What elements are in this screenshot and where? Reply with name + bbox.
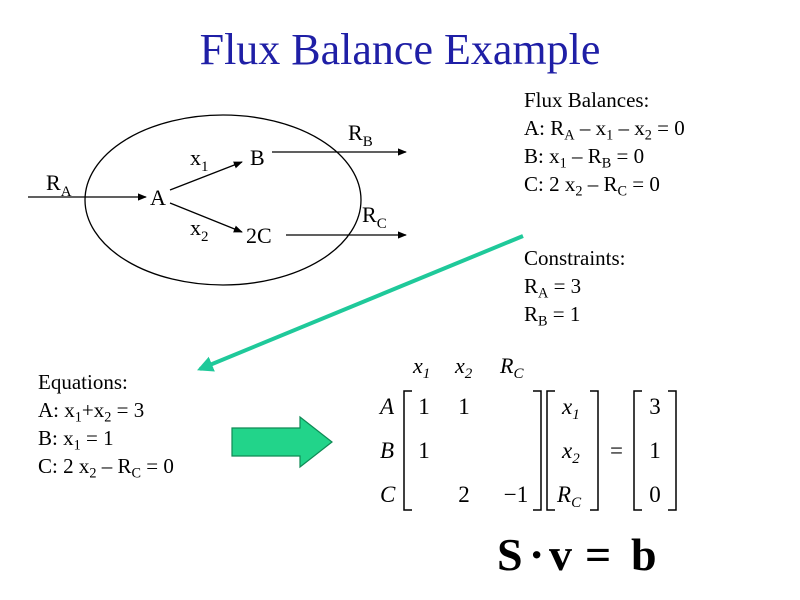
vector-entry-x2: x2 xyxy=(561,438,580,467)
balance-line-a: A: RA – x1 – x2 = 0 xyxy=(524,116,685,144)
balance-line-c: C: 2 x2 – RC = 0 xyxy=(524,172,660,200)
stoichiometric-matrix: 1 1 1 2 −1 xyxy=(418,394,528,507)
col-header-x2: x2 xyxy=(454,353,473,382)
constraint-line-2: RB = 1 xyxy=(524,302,581,330)
rhs-vector: 3 1 0 xyxy=(649,394,661,507)
formula-v: v xyxy=(549,529,572,580)
matrix-cell: 2 xyxy=(458,482,470,507)
node-a: A xyxy=(150,185,166,210)
equation-line-b: B: x1 = 1 xyxy=(38,426,114,454)
vector-entry-x1: x1 xyxy=(561,394,580,423)
constraints-heading: Constraints: xyxy=(524,246,626,270)
rhs-left-bracket xyxy=(633,390,642,511)
rhs-right-bracket xyxy=(668,390,677,511)
arrow-x1 xyxy=(169,161,243,191)
rhs-entry: 3 xyxy=(649,394,661,419)
teal-pointer-arrow xyxy=(197,234,524,372)
row-label-b: B xyxy=(380,438,394,463)
matrix-equals-sign: = xyxy=(610,438,623,463)
label-x1: x1 xyxy=(190,145,209,175)
matrix-cell: 1 xyxy=(418,394,430,419)
vector-left-bracket xyxy=(546,390,555,511)
matrix-column-headers: x1 x2 RC xyxy=(412,353,524,382)
row-label-c: C xyxy=(380,482,396,507)
equation-line-a: A: x1+x2 = 3 xyxy=(38,398,145,426)
green-block-arrow xyxy=(231,415,333,469)
formula-s: S xyxy=(497,529,523,580)
formula-dot: · xyxy=(529,529,544,580)
node-2c: 2C xyxy=(246,223,272,248)
page-title: Flux Balance Example xyxy=(199,25,601,74)
matrix-row-labels: A B C xyxy=(378,394,396,507)
matrix-cell: −1 xyxy=(504,482,528,507)
equations-block: Equations: A: x1+x2 = 3 B: x1 = 1 C: 2 x… xyxy=(38,368,174,480)
label-rb: RB xyxy=(348,120,373,150)
col-header-rc: RC xyxy=(499,353,524,382)
rhs-entry: 0 xyxy=(649,482,661,507)
vector-entry-rc: RC xyxy=(556,482,582,511)
matrix-cell: 1 xyxy=(458,394,470,419)
system-boundary-ellipse xyxy=(84,114,362,286)
equation-line-c: C: 2 x2 – RC = 0 xyxy=(38,454,174,482)
col-header-x1: x1 xyxy=(412,353,430,382)
label-x2: x2 xyxy=(190,215,209,245)
label-ra: RA xyxy=(46,170,72,200)
flux-balances-block: Flux Balances: A: RA – x1 – x2 = 0 B: x1… xyxy=(524,86,685,198)
matrix-cell: 1 xyxy=(418,438,430,463)
matrix-right-bracket xyxy=(533,390,542,511)
flux-balances-heading: Flux Balances: xyxy=(524,88,650,112)
flux-vector: x1 x2 RC xyxy=(556,394,582,511)
balance-line-b: B: x1 – RB = 0 xyxy=(524,144,645,172)
row-label-a: A xyxy=(378,394,395,419)
matrix-left-bracket xyxy=(403,390,412,511)
matrix-formula: S · v = b xyxy=(497,529,657,580)
constraints-block: Constraints: RA = 3 RB = 1 xyxy=(524,244,626,328)
formula-b: b xyxy=(631,529,657,580)
label-rc: RC xyxy=(362,202,387,232)
constraint-line-1: RA = 3 xyxy=(524,274,582,302)
equations-heading: Equations: xyxy=(38,370,128,394)
node-b: B xyxy=(250,145,265,170)
arrow-x2 xyxy=(169,202,243,233)
rhs-entry: 1 xyxy=(649,438,661,463)
formula-equals: = xyxy=(585,529,611,580)
vector-right-bracket xyxy=(590,390,599,511)
